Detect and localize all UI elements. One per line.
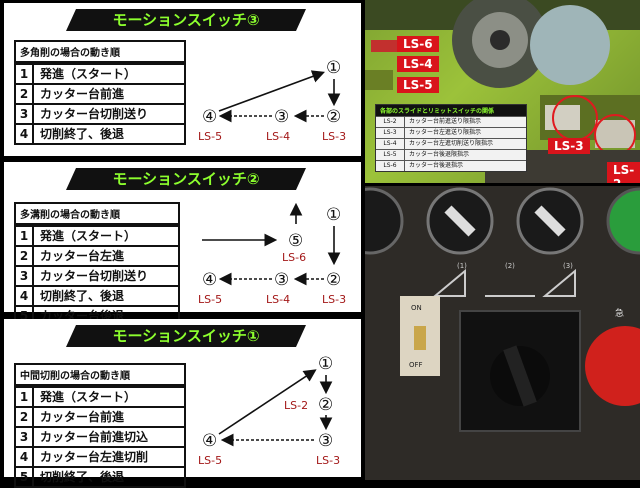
ls-label: LS-5 <box>198 454 222 467</box>
ls-tag: LS-5 <box>397 77 439 93</box>
node-4: ④ <box>202 270 217 290</box>
flow-arrow <box>218 70 326 112</box>
node-3: ③ <box>274 107 289 127</box>
node-1: ① <box>326 58 341 78</box>
node-4: ④ <box>202 107 217 127</box>
switch-mark: (2) <box>505 262 515 270</box>
selector-knob[interactable] <box>365 187 404 255</box>
step-table-header: 中間切削の場合の動き順 <box>16 365 184 386</box>
node-2: ② <box>318 395 333 415</box>
ls-tag: LS-2 <box>607 162 640 183</box>
step-table-header: 多溝削の場合の動き順 <box>16 204 178 225</box>
ls-label: LS-5 <box>198 130 222 143</box>
control-panel-illustration <box>365 187 640 432</box>
toggle-on-label: ON <box>411 304 422 312</box>
node-2: ② <box>326 270 341 290</box>
rotary-selector[interactable] <box>503 345 537 407</box>
ls-label: LS-4 <box>266 130 290 143</box>
ls-tag: LS-4 <box>397 56 439 72</box>
side-text: 急 <box>615 309 625 319</box>
control-panel-photo: (1) (2) (3) ON OFF 急 <box>365 186 640 480</box>
step-table-header: 多角削の場合の動き順 <box>16 42 184 63</box>
node-3: ③ <box>318 431 333 451</box>
switch-mark: (3) <box>563 262 573 270</box>
panel-title: モーションスイッチ① <box>66 325 306 347</box>
ls-label: LS-3 <box>322 293 346 306</box>
ls-label: LS-3 <box>316 454 340 467</box>
motion-flow-diagram: ① ② ③ ④ LS-2 LS-5 LS-3 <box>198 354 340 467</box>
ls-label: LS-6 <box>282 251 306 264</box>
emergency-stop-button[interactable] <box>585 326 640 406</box>
motion-flow-diagram: ① ② ③ ④ LS-5 LS-4 LS-3 <box>198 58 346 143</box>
ls-label: LS-3 <box>322 130 346 143</box>
node-1: ① <box>318 354 333 374</box>
flow-arrow <box>218 369 317 435</box>
node-5: ⑤ <box>288 231 303 251</box>
node-1: ① <box>326 205 341 225</box>
panel-title: モーションスイッチ③ <box>66 9 306 31</box>
node-2: ② <box>326 107 341 127</box>
green-button[interactable] <box>606 187 640 255</box>
ls-label: LS-2 <box>284 399 308 412</box>
ls-label: LS-5 <box>198 293 222 306</box>
node-4: ④ <box>202 431 217 451</box>
switch-mark: (1) <box>457 262 467 270</box>
motion-flow-diagram: ① ⑤ ② ③ ④ LS-6 LS-5 LS-4 LS-3 <box>198 202 346 306</box>
panel-title: モーションスイッチ② <box>66 168 306 190</box>
relation-table-header: 各部のスライドとリミットスイッチの関係 <box>380 108 495 115</box>
node-3: ③ <box>274 270 289 290</box>
ls-label: LS-4 <box>266 293 290 306</box>
ls-tag: LS-6 <box>397 36 439 52</box>
toggle-switch[interactable] <box>414 326 426 350</box>
ls-tag: LS-3 <box>548 138 590 154</box>
toggle-off-label: OFF <box>409 361 423 369</box>
